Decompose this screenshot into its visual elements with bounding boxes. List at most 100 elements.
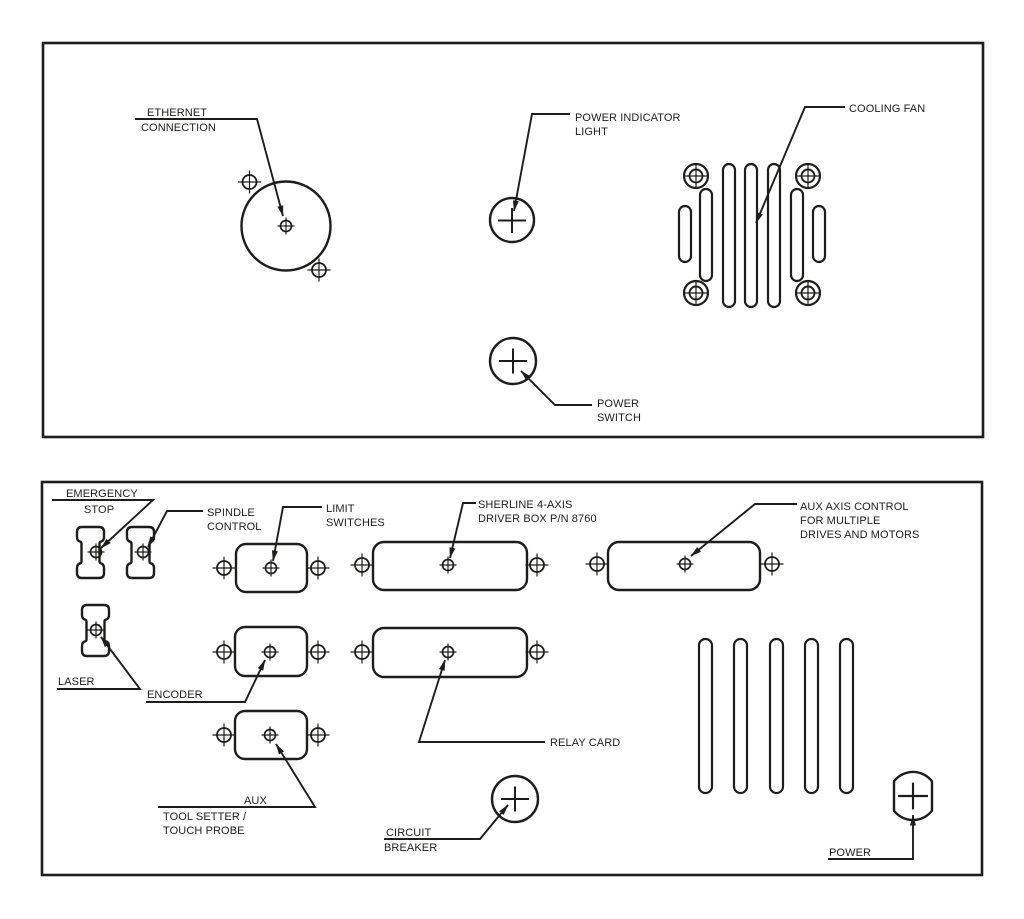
power-switch-leader-line: [520, 370, 592, 406]
label-text: CONTROL: [207, 521, 261, 533]
circuit-breaker: [490, 774, 540, 824]
bottom-panel: EMERGENCY STOP SPINDLE CONTROL LIMIT SWI…: [40, 480, 984, 877]
spindle-control-leader-line: [147, 510, 203, 548]
fan-screw-icon: [794, 162, 822, 190]
driver-box-connector: [349, 540, 550, 592]
aux-connector: [211, 709, 331, 761]
power-leader-line: [828, 814, 916, 860]
screw-target-icon: [305, 722, 331, 748]
top-panel-outline: [41, 41, 985, 439]
label-text: AUX AXIS CONTROL: [800, 501, 909, 513]
power-indicator-leader-line: [512, 113, 570, 212]
label-text: AUX: [244, 795, 267, 807]
center-mark-icon: [260, 725, 280, 745]
fan-slot: [766, 162, 782, 309]
vent-slot: [732, 637, 749, 795]
label-text: TOOL SETTER /: [163, 811, 247, 823]
center-mark-icon: [438, 642, 458, 662]
label-text: SPINDLE: [207, 507, 255, 519]
screw-target-icon: [524, 552, 550, 578]
center-mark-icon: [675, 554, 695, 574]
screw-target-icon: [237, 169, 262, 195]
screw-target-icon: [584, 551, 610, 577]
power-indicator-label: POWER INDICATOR LIGHT: [575, 112, 681, 138]
label-text: CIRCUIT: [386, 827, 431, 839]
screw-target-icon: [211, 639, 237, 665]
relay-card-leader-line: [417, 659, 545, 743]
screw-target-icon: [759, 551, 785, 577]
encoder-connector: [211, 625, 331, 678]
label-text: POWER INDICATOR: [575, 112, 681, 124]
driver-box-label: SHERLINE 4-AXIS DRIVER BOX P/N 8760: [478, 499, 597, 525]
fan-screw-icon: [794, 279, 822, 307]
bottom-panel-outline: [40, 480, 984, 877]
label-text: STOP: [84, 504, 114, 516]
power-label: POWER: [829, 847, 871, 859]
ethernet-port-circle: [240, 180, 332, 272]
vent-slot: [838, 637, 855, 795]
fan-slot: [698, 187, 714, 283]
aux-axis-leader-line: [690, 503, 797, 557]
screw-target-icon: [349, 639, 375, 665]
vent-slots: [697, 637, 855, 795]
label-text: CONNECTION: [141, 122, 216, 134]
label-text: POWER: [597, 398, 639, 410]
center-mark-icon: [86, 620, 106, 640]
circuit-breaker-leader-line: [384, 804, 509, 840]
label-text: TOUCH PROBE: [163, 825, 245, 837]
fan-slot: [721, 162, 737, 309]
screw-target-icon: [211, 555, 237, 581]
limit-switches-label: LIMIT SWITCHES: [326, 503, 385, 529]
screw-target-icon: [211, 722, 237, 748]
connector-body: [371, 540, 529, 592]
fan-screw-icon: [682, 279, 710, 307]
label-text: LIGHT: [575, 126, 608, 138]
plus-mark-icon: [497, 207, 527, 234]
circuit-breaker-label: CIRCUIT BREAKER: [384, 827, 437, 854]
plus-mark-icon: [498, 347, 528, 375]
label-text: DRIVES AND MOTORS: [800, 529, 919, 541]
ethernet-leader-line: [135, 118, 284, 217]
screw-target-icon: [349, 552, 375, 578]
fan-slot: [743, 162, 759, 309]
label-text: SWITCH: [597, 412, 641, 424]
power-inlet: [892, 770, 934, 822]
power-switch-label: POWER SWITCH: [597, 398, 641, 424]
limit-switches-connector: [211, 542, 331, 594]
relay-card-label: RELAY CARD: [550, 737, 620, 749]
emergency-stop-connector: [75, 525, 106, 580]
fan-slot: [789, 187, 805, 283]
spindle-control-label: SPINDLE CONTROL: [207, 507, 261, 533]
power-switch: [488, 336, 538, 386]
top-panel: ETHERNET CONNECTION POWER INDICATOR LIGH…: [41, 41, 985, 439]
encoder-label: ENCODER: [147, 689, 203, 701]
spindle-control-connector: [125, 525, 156, 580]
cooling-fan-label: COOLING FAN: [849, 103, 925, 115]
center-mark-icon: [438, 555, 458, 575]
vent-slot: [697, 637, 714, 795]
ethernet-port: [237, 169, 332, 283]
laser-leader-line: [57, 636, 142, 690]
fan-screw-icon: [682, 162, 710, 190]
label-text: BREAKER: [384, 842, 437, 854]
plus-mark-icon: [896, 781, 930, 811]
relay-card-connector: [349, 626, 550, 679]
power-indicator-light: [488, 196, 536, 244]
label-text: EMERGENCY: [66, 488, 138, 500]
center-mark-icon: [276, 216, 296, 236]
center-mark-icon: [260, 642, 280, 662]
cooling-fan-grille: [677, 162, 827, 309]
aux-axis-label: AUX AXIS CONTROL FOR MULTIPLE DRIVES AND…: [800, 501, 919, 541]
label-text: FOR MULTIPLE: [800, 515, 880, 527]
aux-leader-line: [158, 743, 317, 808]
tool-setter-label: AUX TOOL SETTER / TOUCH PROBE: [163, 795, 267, 837]
laser-connector: [80, 603, 111, 658]
screw-target-icon: [305, 555, 331, 581]
power-switch-circle: [488, 336, 538, 386]
fan-slot: [677, 204, 693, 264]
label-text: ETHERNET: [147, 107, 207, 119]
label-text: DRIVER BOX P/N 8760: [478, 513, 597, 525]
label-text: SWITCHES: [326, 517, 385, 529]
